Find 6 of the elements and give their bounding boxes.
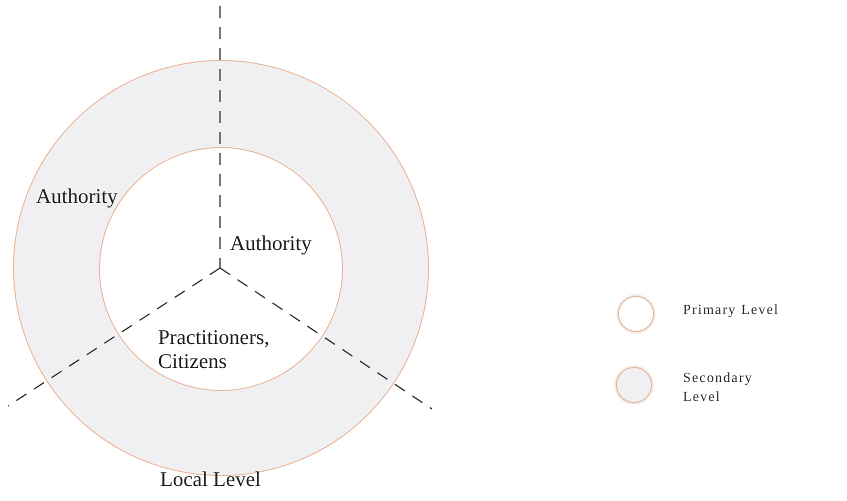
ring-label: Authority <box>36 184 118 208</box>
ring-label: Practitioners, Citizens <box>158 325 270 374</box>
ring-label: Local Level <box>160 467 262 492</box>
ring-label: Authority <box>230 231 312 256</box>
legend-label: Primary Level <box>683 302 780 320</box>
legend-label: Secondary Level <box>683 370 754 407</box>
